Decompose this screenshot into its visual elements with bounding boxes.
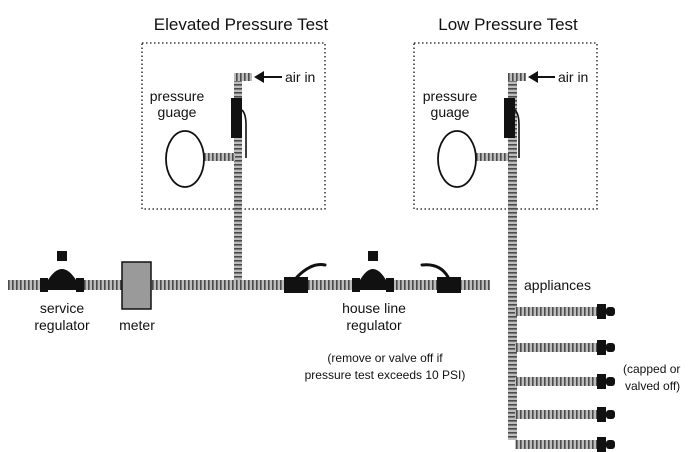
house-regulator-label: regulator [346, 317, 402, 333]
regulator-icon [40, 251, 84, 292]
appliances-label: appliances [524, 277, 591, 293]
appliance-branch-pipe [515, 343, 598, 352]
low-riser-pipe [508, 80, 517, 440]
arrow-left-icon [528, 71, 555, 83]
appliance-caps [597, 304, 615, 452]
meter-icon [121, 261, 152, 310]
elevated-gauge-pipe [200, 153, 235, 161]
regulator-note: (remove or valve off if [327, 351, 443, 365]
air-valve-icon [504, 98, 520, 158]
low-air-in-label: air in [558, 69, 588, 85]
main-pipe [8, 280, 490, 290]
cap-icon [597, 340, 615, 355]
elevated-top-stub [234, 73, 252, 81]
appliance-branch-pipe [515, 377, 598, 386]
low-test-box [413, 42, 598, 210]
appliances-note: (capped or [623, 362, 680, 376]
low-top-stub [508, 73, 526, 81]
air-valve-icon [231, 98, 247, 158]
cap-icon [597, 304, 615, 319]
regulator-icon [352, 251, 394, 292]
service-regulator-label: service [40, 300, 85, 316]
cap-icon [597, 407, 615, 422]
arrow-left-icon [254, 71, 282, 83]
elevated-gauge-label: pressure [150, 88, 205, 104]
elevated-gauge-label: guage [158, 104, 197, 120]
house-regulator-label: house line [342, 300, 406, 316]
appliance-branch-pipe [515, 410, 598, 419]
appliance-branches [515, 307, 598, 449]
pressure-gauge-icon [437, 130, 477, 188]
service-regulator-label: regulator [34, 317, 90, 333]
cap-icon [597, 437, 615, 452]
appliance-branch-pipe [515, 307, 598, 316]
elevated-test-title: Elevated Pressure Test [154, 15, 329, 34]
pressure-gauge-icon [165, 130, 205, 188]
low-test-title: Low Pressure Test [438, 15, 578, 34]
elevated-test-box [141, 42, 326, 210]
cap-icon [597, 374, 615, 389]
regulator-note: pressure test exceeds 10 PSI) [305, 368, 466, 382]
appliance-branch-pipe [515, 440, 598, 449]
meter-label: meter [119, 317, 155, 333]
elevated-air-in-label: air in [285, 69, 315, 85]
low-gauge-label: guage [431, 104, 470, 120]
low-gauge-label: pressure [423, 88, 478, 104]
shutoff-valve-icon [284, 263, 327, 293]
low-gauge-pipe [476, 153, 509, 161]
elevated-riser-pipe [234, 80, 242, 280]
shutoff-valve-icon [420, 263, 461, 293]
appliances-note: valved off) [625, 379, 680, 393]
